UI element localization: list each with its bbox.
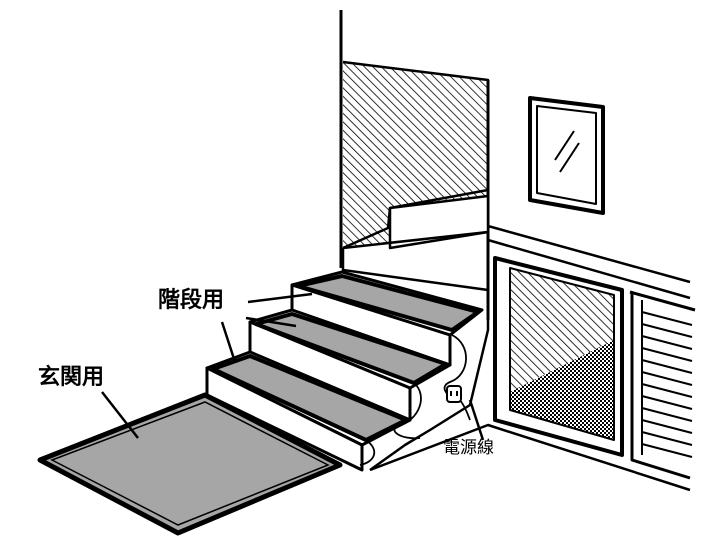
window-glare-2 [559,142,580,173]
upper-step-riser [341,248,489,292]
step-1-riser [205,366,364,472]
stairs-mat-label: 階段用 [158,288,225,313]
leader-stairs-mid [245,316,297,328]
window-frame [528,96,605,215]
louver-top [629,290,696,312]
lower-opening-floor [510,340,614,440]
wall-ledge-top [487,224,691,284]
doorway-frame [342,60,490,250]
wall-ledge-bottom [487,238,691,300]
leader-stairs-low [220,321,237,363]
leader-stairs-top [247,292,313,304]
louver-frame [630,292,691,480]
ground-line [369,423,691,492]
power-cord-label: 電源線 [443,438,494,458]
window-inner [536,105,597,205]
lower-opening-inner [509,267,615,441]
entrance-mat-label: 玄関用 [38,365,105,390]
window-glare [554,130,575,161]
stair-mat-1 [211,354,408,442]
entrance-mat-inner-border [50,401,330,526]
leader-lines [101,292,485,441]
leader-entrance [101,391,139,439]
power-outlet [446,385,462,403]
entrance-mat [37,392,343,536]
leader-power [468,399,485,441]
stair-mat-3 [296,274,480,332]
outlet-cord [459,399,471,421]
upper-landing-edge [342,230,490,270]
lower-opening-hatch [510,268,614,392]
stair-mat-2 [254,312,448,385]
stair-side-wall [369,290,490,472]
louver-slats [641,311,693,458]
